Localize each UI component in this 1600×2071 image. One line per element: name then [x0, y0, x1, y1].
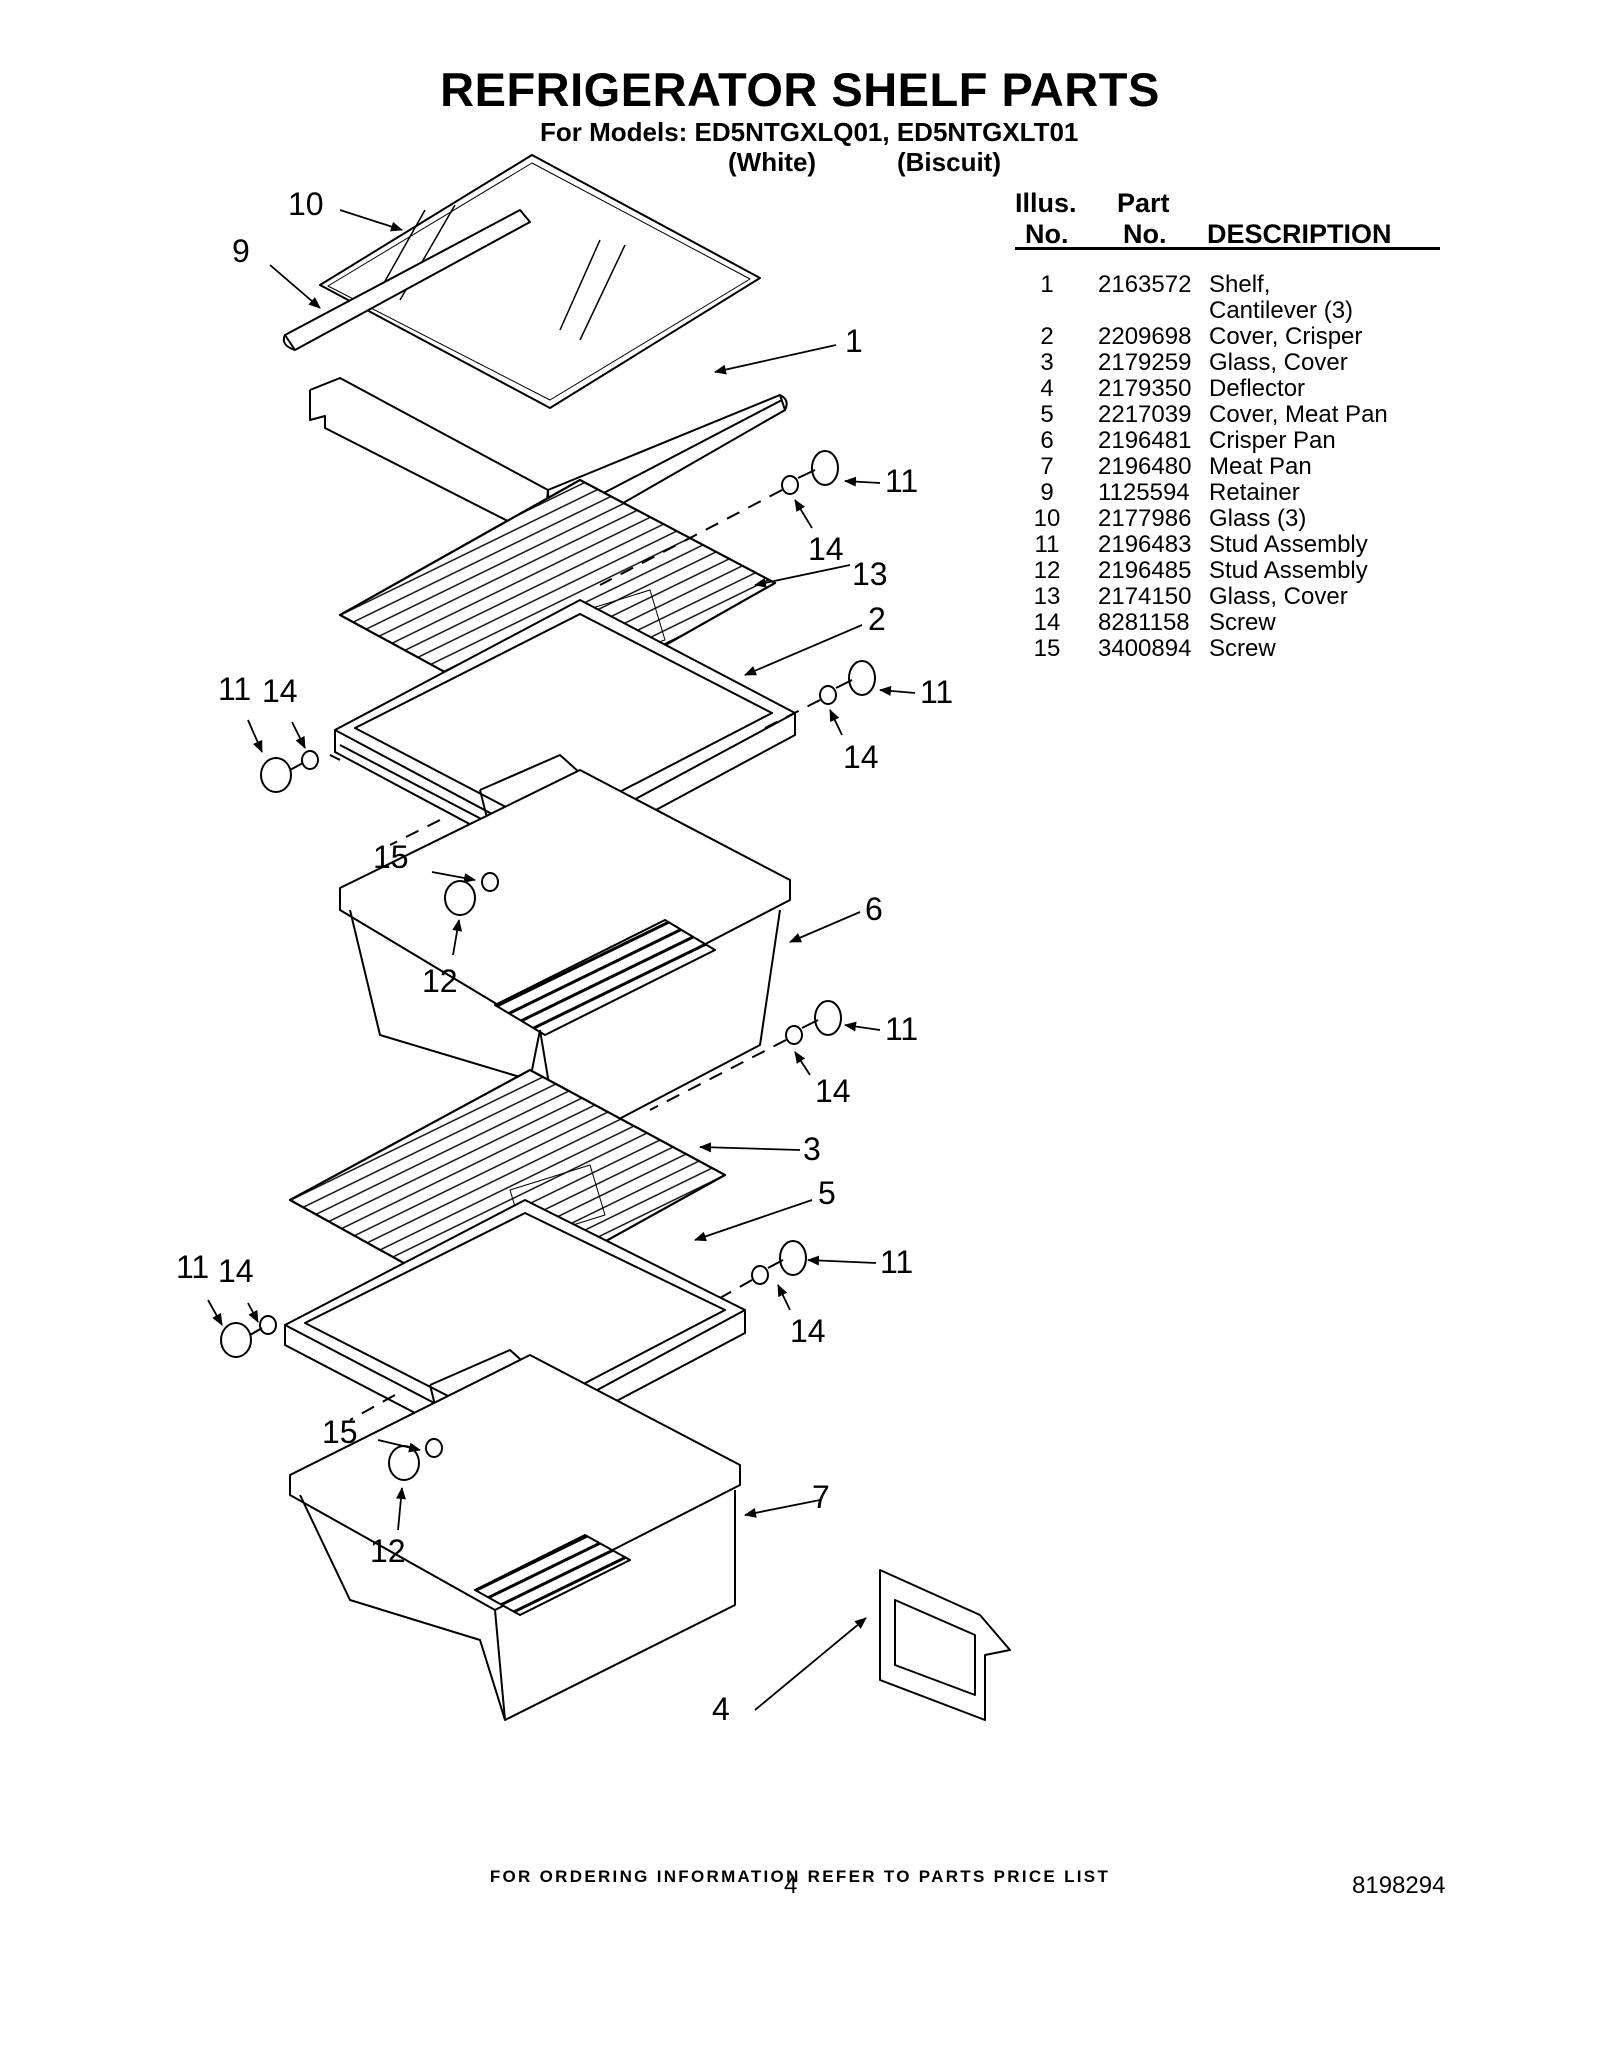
table-row-part: 8281158 [1098, 609, 1190, 636]
table-row-part: 1125594 [1098, 479, 1190, 506]
callout-11: 11 [885, 1011, 918, 1047]
table-row-desc: Cantilever (3) [1209, 297, 1354, 324]
table-row-illus: 4 [1040, 375, 1054, 402]
table-row-part: 2209698 [1098, 323, 1192, 350]
table-row-part: 3400894 [1098, 635, 1192, 662]
ordering-info: FOR ORDERING INFORMATION REFER TO PARTS … [489, 1867, 1111, 1886]
table-row-desc: Stud Assembly [1209, 531, 1368, 558]
deflector-part-4 [879, 1569, 1011, 1721]
callout-13: 13 [852, 556, 888, 592]
table-row-part: 2179350 [1098, 375, 1192, 402]
table-row-desc: Shelf, [1209, 271, 1271, 298]
part-header-1: Part [1117, 188, 1170, 218]
stud-assembly-icon [785, 1000, 842, 1045]
table-row-illus: 3 [1040, 349, 1054, 376]
table-row-illus: 9 [1040, 479, 1054, 506]
table-row-desc: Screw [1209, 635, 1276, 662]
table-row-illus: 15 [1033, 635, 1061, 662]
callout-5: 5 [818, 1175, 836, 1211]
table-row-part: 2196485 [1098, 557, 1192, 584]
callout-11: 11 [885, 463, 918, 499]
callout-14: 14 [808, 531, 844, 567]
table-row-part: 2196483 [1098, 531, 1192, 558]
callout-4: 4 [712, 1691, 730, 1727]
table-row-part: 2177986 [1098, 505, 1192, 532]
callout-7: 7 [812, 1479, 830, 1515]
callout-11: 11 [218, 671, 251, 707]
callout-11: 11 [920, 674, 953, 710]
table-row-illus: 13 [1033, 583, 1061, 610]
table-row-part: 2196481 [1098, 427, 1192, 454]
table-row-illus: 10 [1033, 505, 1061, 532]
table-row-desc: Retainer [1209, 479, 1300, 506]
callout-11: 11 [880, 1244, 913, 1280]
table-row-illus: 6 [1040, 427, 1054, 454]
table-row-illus: 12 [1033, 557, 1061, 584]
table-row-desc: Glass (3) [1209, 505, 1307, 532]
table-row-illus: 14 [1033, 609, 1061, 636]
callout-12: 12 [422, 963, 458, 999]
finish-biscuit: (Biscuit) [897, 147, 1001, 177]
callout-12: 12 [370, 1533, 406, 1569]
table-row-part: 2163572 [1098, 271, 1192, 298]
meat-pan-cover-part-5 [284, 1199, 746, 1461]
glass-part-10 [319, 154, 761, 409]
callout-1: 1 [845, 323, 863, 359]
finish-white: (White) [728, 147, 817, 177]
part-header-2: No. [1123, 219, 1167, 249]
stud-assembly-icon [220, 1315, 277, 1358]
table-row-part: 2179259 [1098, 349, 1192, 376]
callout-2: 2 [868, 601, 886, 637]
table-header-rule [1015, 247, 1440, 250]
table-row-desc: Glass, Cover [1209, 583, 1348, 610]
models-line: For Models: ED5NTGXLQ01, ED5NTGXLT01 [540, 117, 1079, 147]
illus-header-2: No. [1025, 219, 1069, 249]
table-row-desc: Deflector [1209, 375, 1306, 402]
table-row-desc: Meat Pan [1209, 453, 1312, 480]
table-row-illus: 1 [1040, 271, 1054, 298]
table-row-illus: 5 [1040, 401, 1054, 428]
table-row-part: 2174150 [1098, 583, 1192, 610]
callout-14: 14 [815, 1073, 851, 1109]
callout-15: 15 [373, 839, 409, 875]
retainer-part-9 [282, 209, 531, 351]
table-row-desc: Cover, Meat Pan [1209, 401, 1388, 428]
table-row-illus: 2 [1040, 323, 1054, 350]
table-row-part: 2196480 [1098, 453, 1192, 480]
table-row-desc: Glass, Cover [1209, 349, 1348, 376]
stud-assembly-icon [819, 660, 876, 705]
meat-pan-part-7 [289, 1354, 741, 1721]
table-row-illus: 7 [1040, 453, 1054, 480]
page-title: REFRIGERATOR SHELF PARTS [440, 63, 1160, 116]
callout-14: 14 [218, 1253, 254, 1289]
crisper-cover-part-2 [329, 599, 796, 868]
callout-14: 14 [790, 1313, 826, 1349]
stud-assembly-icon [781, 450, 839, 495]
callout-11: 11 [176, 1249, 209, 1285]
table-row-desc: Crisper Pan [1209, 427, 1336, 454]
callout-10: 10 [288, 186, 324, 222]
description-header: DESCRIPTION [1207, 219, 1392, 249]
page-number: 4 [784, 1872, 798, 1899]
table-row-part: 2217039 [1098, 401, 1192, 428]
stud-assembly-icon [751, 1240, 807, 1285]
stud-assembly-icon [260, 750, 319, 793]
illus-header-1: Illus. [1015, 188, 1077, 218]
callout-15: 15 [322, 1414, 358, 1450]
callout-9: 9 [232, 233, 250, 269]
stud-assembly-icon [444, 872, 499, 916]
document-number: 8198294 [1352, 1872, 1446, 1899]
callout-6: 6 [865, 891, 883, 927]
table-row-desc: Cover, Crisper [1209, 323, 1363, 350]
table-row-illus: 11 [1034, 531, 1060, 558]
callout-14: 14 [843, 739, 879, 775]
callout-14: 14 [262, 673, 298, 709]
callout-3: 3 [803, 1131, 821, 1167]
table-row-desc: Screw [1209, 609, 1276, 636]
table-row-desc: Stud Assembly [1209, 557, 1368, 584]
